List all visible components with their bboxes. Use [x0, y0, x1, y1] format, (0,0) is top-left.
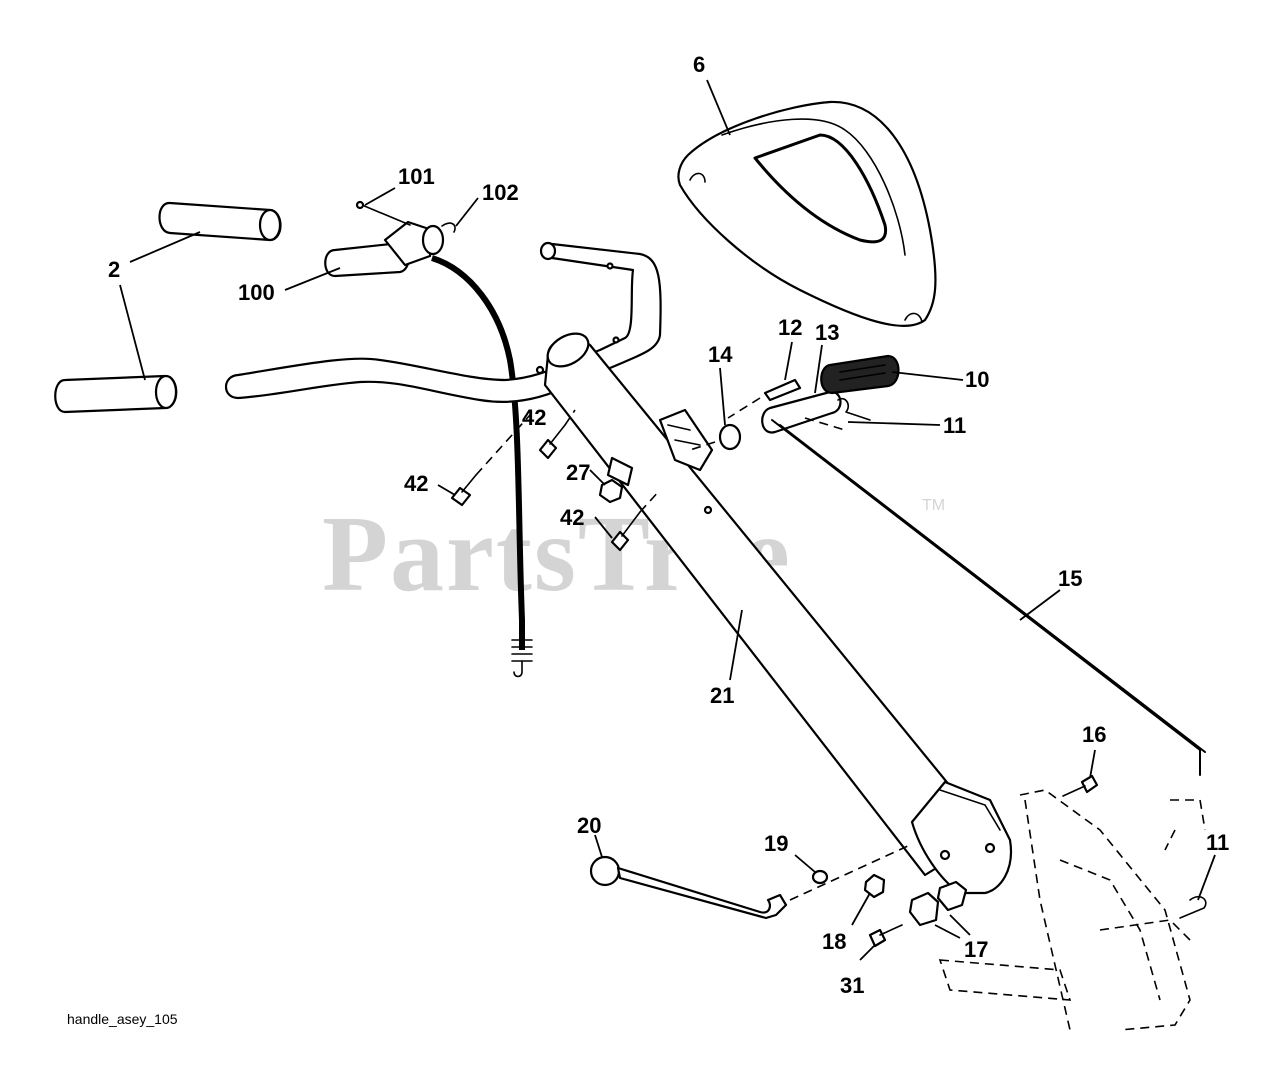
callout-101[interactable]: 101 — [398, 164, 435, 189]
part-clip-lower — [1179, 895, 1207, 919]
callout-13[interactable]: 13 — [815, 320, 839, 345]
callout-11-lower[interactable]: 11 — [1206, 830, 1229, 855]
part-washer — [811, 869, 829, 885]
part-console-cover — [677, 100, 937, 327]
callout-18[interactable]: 18 — [822, 929, 846, 954]
callout-42-lower[interactable]: 42 — [560, 505, 584, 530]
callout-42-left[interactable]: 42 — [404, 471, 428, 496]
part-handle-tube — [535, 332, 1013, 895]
part-handlebar — [224, 241, 662, 403]
callout-2[interactable]: 2 — [108, 257, 120, 282]
watermark-trademark: TM — [922, 497, 945, 514]
callout-42-upper[interactable]: 42 — [522, 405, 546, 430]
part-bolt-16 — [1080, 774, 1099, 794]
callout-100[interactable]: 100 — [238, 280, 275, 305]
leader-lines — [119, 79, 1216, 961]
part-spacers — [908, 880, 968, 927]
callout-14[interactable]: 14 — [708, 342, 733, 367]
callout-15[interactable]: 15 — [1058, 566, 1082, 591]
part-bolts — [450, 409, 661, 552]
part-latch-bracket — [606, 408, 714, 487]
callout-11-upper[interactable]: 11 — [943, 413, 966, 438]
callout-21[interactable]: 21 — [710, 683, 734, 708]
part-control-grip — [324, 200, 456, 278]
part-shift-knob — [589, 844, 911, 920]
callout-20[interactable]: 20 — [577, 813, 601, 838]
callout-12[interactable]: 12 — [778, 315, 802, 340]
callout-17[interactable]: 17 — [964, 937, 988, 962]
callout-16[interactable]: 16 — [1082, 722, 1106, 747]
part-shift-lever — [689, 354, 900, 451]
part-grips — [54, 201, 282, 414]
part-lower-frame — [938, 789, 1206, 1031]
callout-6[interactable]: 6 — [693, 52, 705, 77]
callout-10[interactable]: 10 — [965, 367, 989, 392]
diagram-caption: handle_asey_105 — [67, 1011, 178, 1027]
part-shift-rod — [771, 419, 1206, 776]
callout-102[interactable]: 102 — [482, 180, 519, 205]
part-bolt-31 — [868, 928, 887, 948]
part-nut-18 — [863, 873, 886, 899]
callout-27[interactable]: 27 — [566, 460, 590, 485]
callout-19[interactable]: 19 — [764, 831, 788, 856]
part-nut — [598, 478, 624, 504]
part-cable-spring — [511, 639, 533, 678]
callout-31[interactable]: 31 — [840, 973, 864, 998]
